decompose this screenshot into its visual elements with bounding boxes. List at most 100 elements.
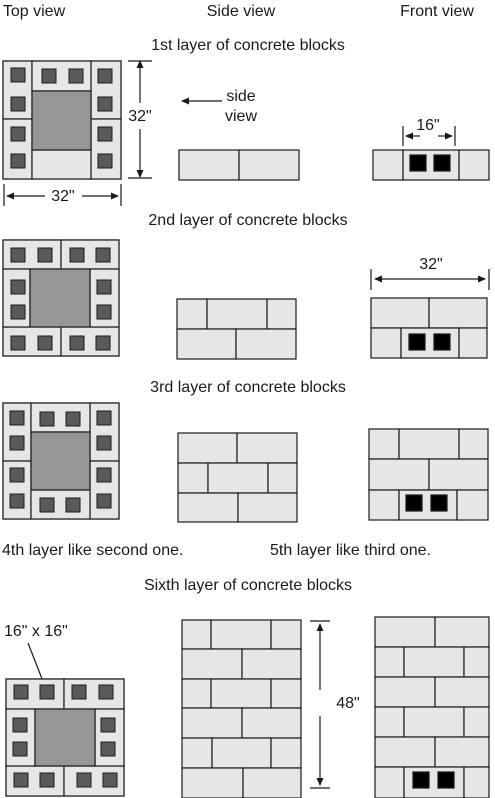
concrete-block (434, 616, 490, 648)
concrete-block (458, 428, 489, 460)
block-core (65, 411, 81, 427)
concrete-block (241, 648, 302, 680)
block-core (37, 247, 53, 263)
block-core (41, 68, 57, 84)
concrete-block (368, 489, 400, 521)
opening-16-label: 16" (416, 117, 439, 134)
concrete-block (370, 327, 402, 359)
block-core (96, 279, 112, 295)
layer-5-note: 5th layer like third one. (270, 542, 431, 559)
block-core (100, 717, 116, 733)
concrete-block (241, 707, 302, 739)
concrete-block (206, 298, 268, 330)
block-core (65, 497, 81, 513)
block-core (9, 410, 25, 426)
concrete-block (238, 149, 300, 181)
concrete-block (368, 428, 400, 460)
concrete-block (210, 678, 272, 709)
concrete-block (270, 737, 302, 769)
fire-opening (433, 333, 451, 351)
layer-3-title: 3rd layer of concrete blocks (150, 379, 346, 396)
center-opening (31, 90, 92, 151)
concrete-block (178, 149, 240, 181)
concrete-block (374, 676, 436, 708)
block-core (96, 467, 112, 483)
concrete-block (177, 432, 238, 464)
block-core (96, 435, 112, 451)
fire-opening (412, 771, 430, 789)
block-core (12, 741, 28, 757)
fire-opening (405, 494, 423, 512)
block-core (96, 410, 112, 426)
concrete-block (403, 706, 465, 738)
side-view-label-line1: side (226, 88, 255, 105)
concrete-block (176, 298, 208, 330)
concrete-block (270, 619, 302, 650)
concrete-block (458, 149, 490, 181)
fire-opening (430, 494, 448, 512)
block-core (13, 684, 29, 700)
concrete-block (63, 765, 125, 797)
block-core (95, 247, 111, 263)
layer-1-title: 1st layer of concrete blocks (151, 37, 345, 54)
block-core (10, 67, 26, 83)
concrete-block (458, 327, 488, 359)
concrete-block (267, 462, 298, 494)
top-view-header: Top view (3, 3, 66, 20)
side-view-label-line2: view (225, 108, 257, 125)
concrete-block (374, 706, 405, 738)
front-view-header: Front view (400, 3, 474, 20)
concrete-block (428, 297, 488, 329)
block-core (13, 772, 29, 788)
block-core (37, 335, 53, 351)
concrete-block (181, 648, 243, 680)
center-opening (34, 708, 96, 767)
block-core (10, 126, 26, 142)
concrete-block (89, 460, 120, 520)
concrete-block (374, 616, 436, 648)
concrete-block (428, 458, 489, 491)
block-core (9, 435, 25, 451)
center-opening (30, 431, 91, 491)
concrete-block (372, 149, 404, 181)
blocks-group (2, 60, 490, 798)
block-core (10, 153, 26, 169)
concrete-block (207, 462, 269, 494)
concrete-block (181, 737, 213, 769)
fire-opening (408, 333, 426, 351)
block-core (97, 96, 113, 112)
width-32-label: 32" (51, 188, 74, 205)
block-core (12, 717, 28, 733)
block-core (9, 467, 25, 483)
concrete-block (270, 678, 302, 709)
side-view-header: Side view (207, 3, 276, 20)
concrete-block (181, 619, 212, 650)
height-32-label: 32" (128, 108, 151, 125)
concrete-block (177, 492, 239, 523)
concrete-block (434, 736, 490, 768)
concrete-block (181, 767, 244, 798)
block-core (9, 493, 25, 509)
block-core (95, 335, 111, 351)
block-core (96, 493, 112, 509)
block-core (71, 684, 87, 700)
hole-16x16-label: 16" x 16" (4, 623, 68, 640)
block-core (102, 772, 118, 788)
concrete-block (374, 736, 436, 768)
block-core (10, 279, 26, 295)
block-core (39, 497, 55, 513)
concrete-block (463, 766, 490, 798)
concrete-block (370, 297, 430, 329)
layer-6-title: Sixth layer of concrete blocks (144, 577, 352, 594)
layer-4-note: 4th layer like second one. (2, 542, 183, 559)
front-32-label: 32" (419, 256, 442, 273)
block-core (97, 68, 113, 84)
concrete-block (398, 428, 460, 460)
block-core (39, 772, 55, 788)
block-core (10, 304, 26, 320)
center-opening (29, 268, 91, 328)
concrete-block (403, 646, 465, 678)
block-core (39, 684, 55, 700)
block-core (10, 335, 26, 351)
